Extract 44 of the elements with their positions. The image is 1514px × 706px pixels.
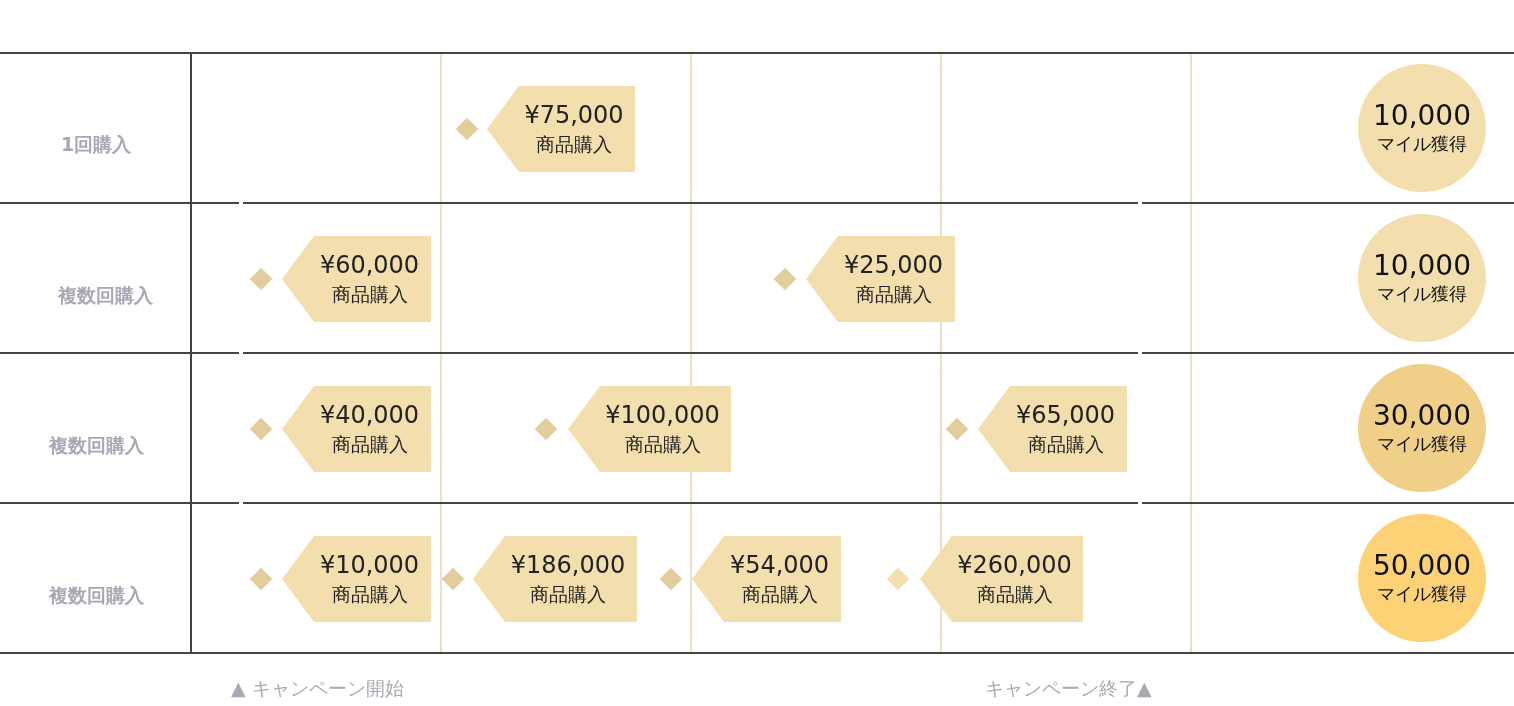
- caption-text: 商品購入: [331, 282, 408, 307]
- price-tag: [568, 386, 731, 472]
- price-text: ¥65,000: [1015, 400, 1116, 430]
- price-tag: [282, 386, 431, 472]
- price-text: ¥54,000: [729, 550, 830, 580]
- timeline-label: ▲ キャンペーン開始: [231, 676, 404, 701]
- row-label: 複数回購入: [48, 433, 144, 458]
- caption-text: マイル獲得: [1377, 132, 1467, 156]
- caption-text: 商品購入: [536, 132, 612, 157]
- row-label: 複数回購入: [57, 283, 153, 308]
- row-label: 1回購入: [61, 132, 132, 157]
- price-text: ¥186,000: [510, 550, 626, 580]
- caption-text: 商品購入: [855, 282, 932, 307]
- price-tag: [487, 86, 635, 172]
- price-tag: [473, 536, 637, 622]
- caption-text: マイル獲得: [1377, 282, 1467, 306]
- price-text: ¥260,000: [957, 550, 1072, 580]
- caption-text: マイル獲得: [1377, 432, 1467, 456]
- price-text: ¥40,000: [319, 400, 420, 430]
- miles-text: 30,000: [1373, 400, 1471, 432]
- caption-text: マイル獲得: [1377, 582, 1467, 606]
- price-text: ¥75,000: [524, 100, 624, 130]
- miles-text: 10,000: [1373, 250, 1471, 282]
- price-tag: [282, 536, 431, 622]
- price-tag: [978, 386, 1127, 472]
- timeline-label: キャンペーン終了▲: [985, 676, 1152, 701]
- price-tag: [806, 236, 955, 322]
- price-text: ¥25,000: [843, 250, 944, 280]
- caption-text: 商品購入: [331, 582, 408, 607]
- price-text: ¥100,000: [605, 400, 720, 430]
- caption-text: 商品購入: [530, 582, 606, 607]
- miles-text: 50,000: [1373, 550, 1471, 582]
- caption-text: 商品購入: [331, 432, 408, 457]
- row-label: 複数回購入: [48, 583, 144, 608]
- price-text: ¥10,000: [319, 550, 420, 580]
- price-tag: [920, 536, 1083, 622]
- caption-text: 商品購入: [624, 432, 701, 457]
- miles-text: 10,000: [1373, 100, 1471, 132]
- caption-text: 商品購入: [741, 582, 818, 607]
- caption-text: 商品購入: [1027, 432, 1104, 457]
- price-tag: [282, 236, 431, 322]
- price-tag: [692, 536, 841, 622]
- caption-text: 商品購入: [976, 582, 1053, 607]
- price-text: ¥60,000: [319, 250, 420, 280]
